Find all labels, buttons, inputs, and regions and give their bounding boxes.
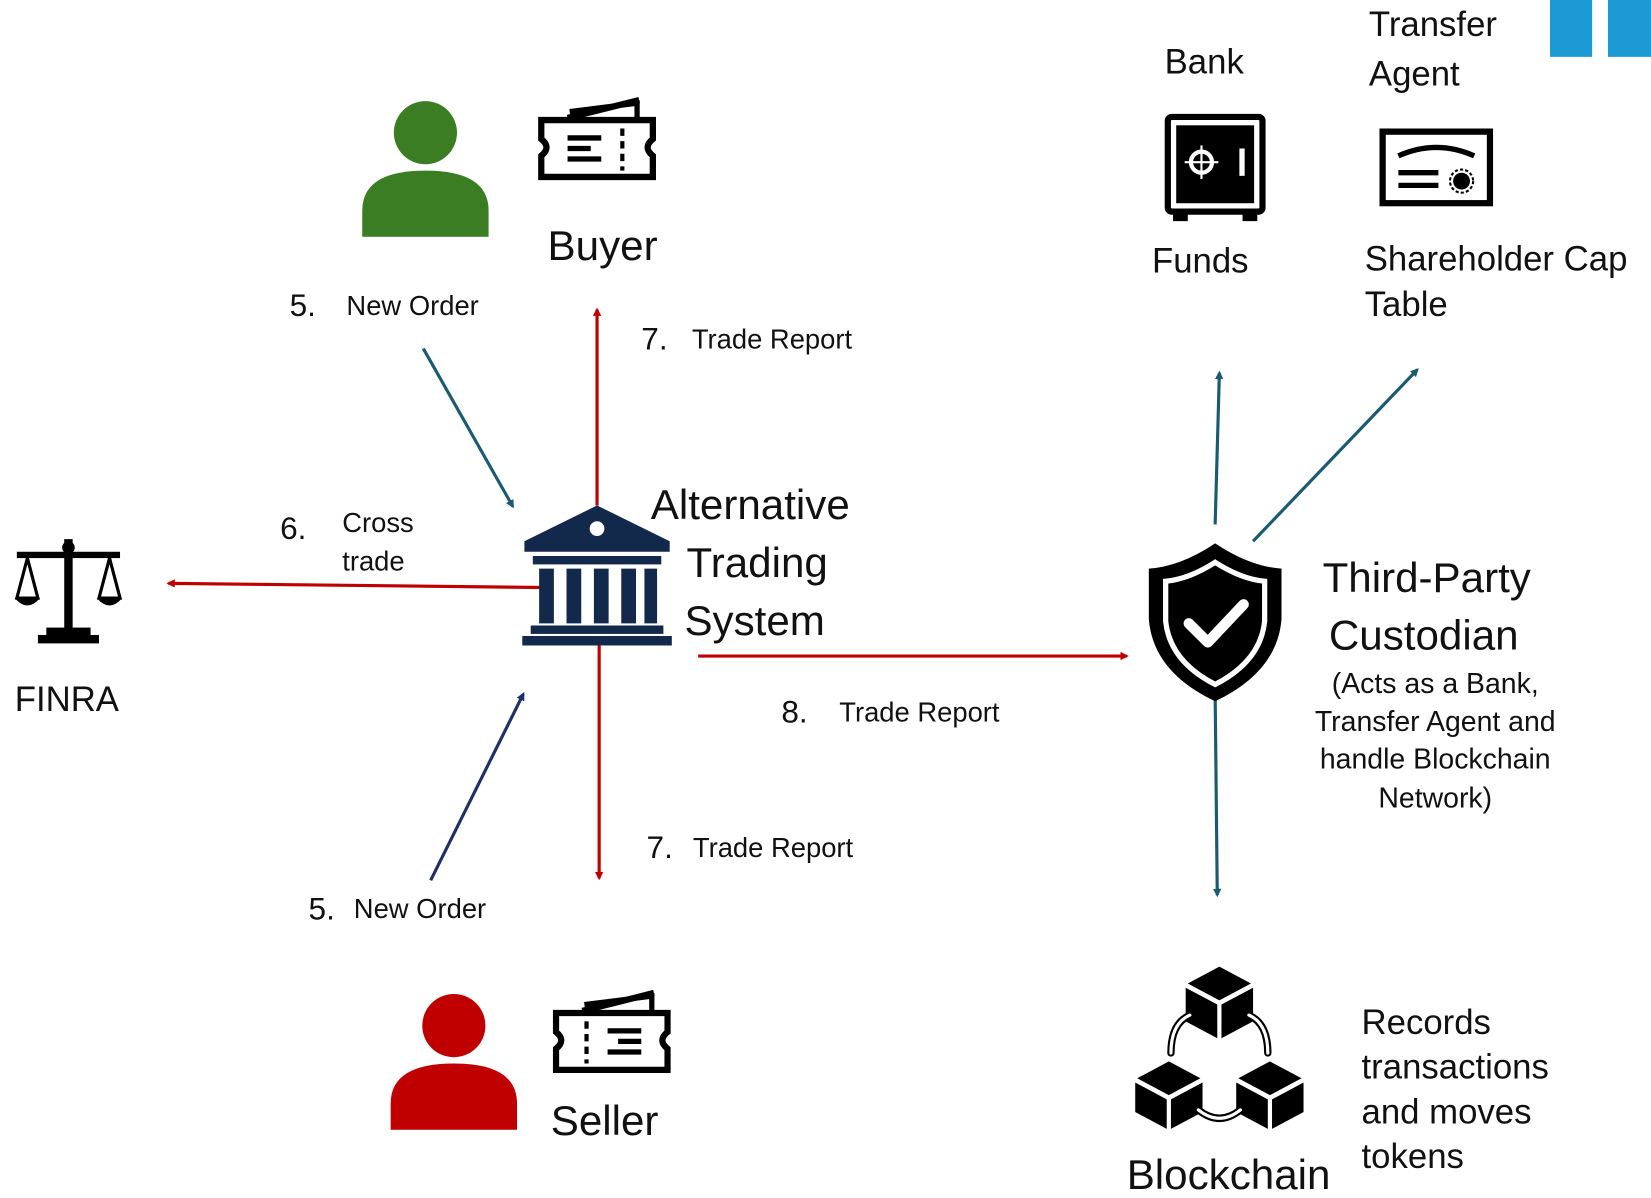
- edge-label-seller-new-order: New Order: [353, 892, 487, 925]
- transfer-agent-title-line-2: Agent: [1368, 53, 1460, 93]
- finra-label: FINRA: [14, 679, 119, 719]
- ats-label-line-3: System: [684, 598, 825, 645]
- transfer-agent-title-line-1: Transfer: [1368, 4, 1497, 44]
- buyer-person-icon: [362, 101, 489, 237]
- seller-person-icon: [390, 994, 518, 1130]
- arrow-custodian-transfer-agent: [1251, 368, 1419, 543]
- step-number: 5.: [289, 288, 316, 324]
- blockchain-note-line-2: transactions: [1361, 1046, 1549, 1086]
- step-number: 8.: [781, 694, 808, 730]
- edge-label-cross-trade-line-2: trade: [342, 545, 405, 578]
- shield-check-icon: [1148, 543, 1282, 702]
- bank-funds-label: Funds: [1151, 241, 1249, 281]
- step-number: 7.: [646, 830, 673, 866]
- ticket-icon: [552, 989, 671, 1074]
- blockchain-note-line-4: tokens: [1361, 1136, 1464, 1176]
- custodian-note-line-2: Transfer Agent and: [1314, 705, 1556, 738]
- transfer-agent-label-line-1: Shareholder Cap: [1364, 239, 1628, 278]
- edge-label-buyer-new-order: New Order: [346, 289, 479, 322]
- bank-title: Bank: [1164, 42, 1244, 82]
- scales-of-justice-icon: [14, 539, 123, 644]
- accent-bar: [1550, 0, 1593, 57]
- custodian-title-line-1: Third-Party: [1322, 554, 1531, 602]
- bank-building-icon: [522, 505, 672, 646]
- arrow-seller-new-order: [429, 692, 525, 882]
- blockchain-note-line-3: and moves: [1361, 1091, 1532, 1131]
- arrow-custodian-bank: [1213, 370, 1224, 525]
- arrow-cross-trade: [166, 579, 550, 590]
- edge-label-cross-trade-line-1: Cross: [342, 506, 414, 539]
- buyer-label: Buyer: [547, 223, 658, 270]
- safe-icon: [1164, 113, 1266, 222]
- ticket-icon: [538, 96, 657, 181]
- arrow-buyer-new-order: [421, 347, 515, 509]
- edge-label-trade-report-custodian: Trade Report: [839, 696, 1000, 728]
- blockchain-cubes-icon: [1135, 966, 1304, 1129]
- custodian-note-line-3: handle Blockchain: [1319, 743, 1551, 776]
- transfer-agent-label-line-2: Table: [1364, 284, 1448, 324]
- seller-label: Seller: [550, 1098, 659, 1145]
- arrow-custodian-blockchain: [1212, 694, 1222, 898]
- custodian-note-line-4: Network): [1378, 782, 1493, 814]
- certificate-icon: [1379, 128, 1494, 207]
- accent-bar: [1607, 0, 1651, 57]
- blockchain-label: Blockchain: [1126, 1151, 1331, 1198]
- step-number: 5.: [308, 891, 335, 927]
- blockchain-note-line-1: Records: [1361, 1002, 1491, 1042]
- edge-label-trade-report-seller: Trade Report: [692, 831, 854, 864]
- step-number: 7.: [641, 322, 668, 357]
- ats-label-line-1: Alternative: [650, 482, 850, 529]
- step-number: 6.: [280, 511, 307, 547]
- custodian-note-line-1: (Acts as a Bank,: [1331, 667, 1539, 700]
- custodian-title-line-2: Custodian: [1328, 612, 1519, 660]
- ats-label-line-2: Trading: [686, 540, 828, 587]
- edge-label-trade-report-buyer: Trade Report: [691, 323, 853, 355]
